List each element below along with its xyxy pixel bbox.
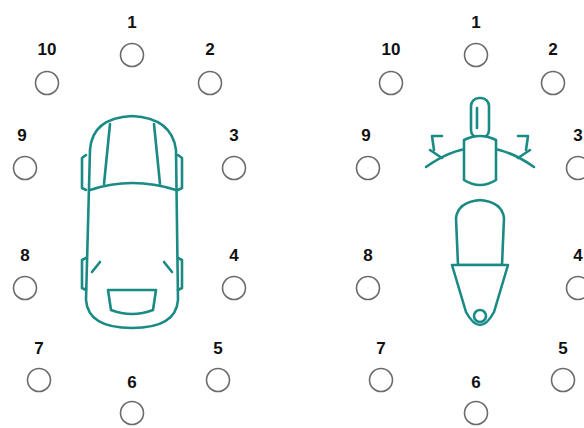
car-outline <box>82 116 182 328</box>
callout-number: 5 <box>558 340 567 357</box>
callout-number: 7 <box>376 340 385 357</box>
callout-number: 3 <box>229 127 238 144</box>
callout-number: 4 <box>573 247 582 264</box>
motorcycle-outline <box>426 98 534 325</box>
position-circles <box>14 44 584 425</box>
callout-number: 7 <box>34 340 43 357</box>
callout-number: 6 <box>127 374 136 391</box>
callout-number: 9 <box>17 127 26 144</box>
callout-number: 4 <box>229 247 238 264</box>
callout-number: 9 <box>361 127 370 144</box>
callout-number: 8 <box>363 247 372 264</box>
callout-number: 2 <box>548 41 557 58</box>
callout-number: 8 <box>20 247 29 264</box>
callout-number: 3 <box>573 127 582 144</box>
callout-number: 10 <box>38 41 57 58</box>
callout-number: 6 <box>471 374 480 391</box>
callout-number: 5 <box>213 340 222 357</box>
callout-number: 2 <box>205 41 214 58</box>
callout-number: 1 <box>127 14 136 31</box>
callout-number: 1 <box>471 14 480 31</box>
callout-number: 10 <box>382 41 401 58</box>
